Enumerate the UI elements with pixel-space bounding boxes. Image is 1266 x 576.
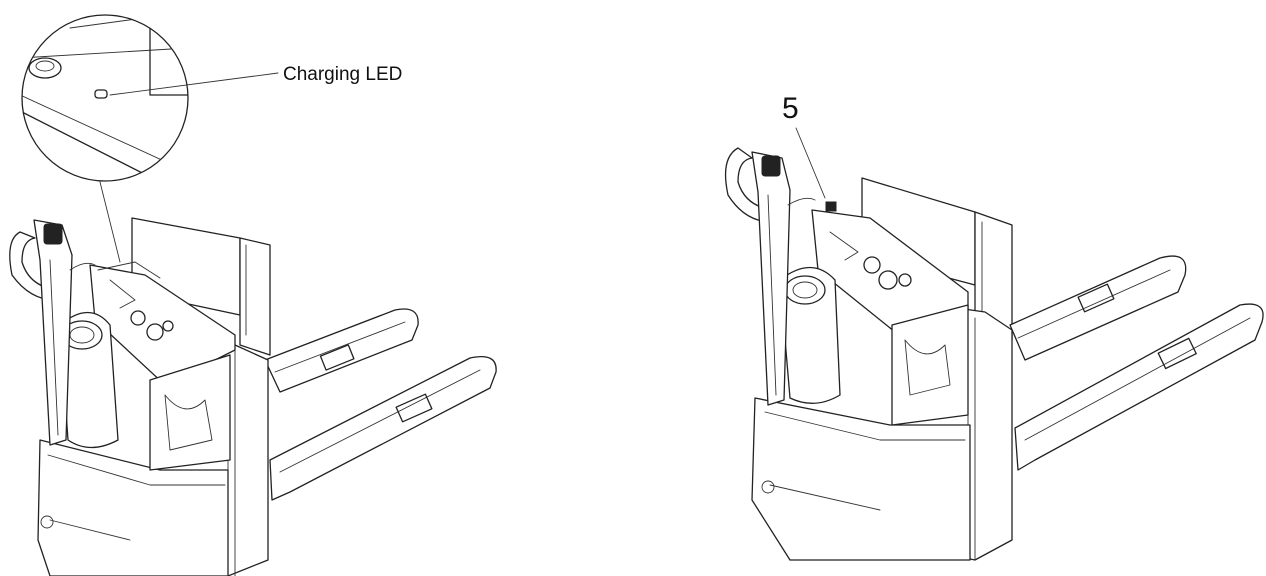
charging-led-leader <box>109 72 279 96</box>
magnified-detail-circle <box>21 14 189 263</box>
left-pallet-truck <box>9 14 497 576</box>
callout-5-leader <box>795 127 826 199</box>
right-pallet-truck <box>724 127 1264 561</box>
charging-led-label: Charging LED <box>283 64 402 85</box>
callout-number-5: 5 <box>782 92 799 125</box>
